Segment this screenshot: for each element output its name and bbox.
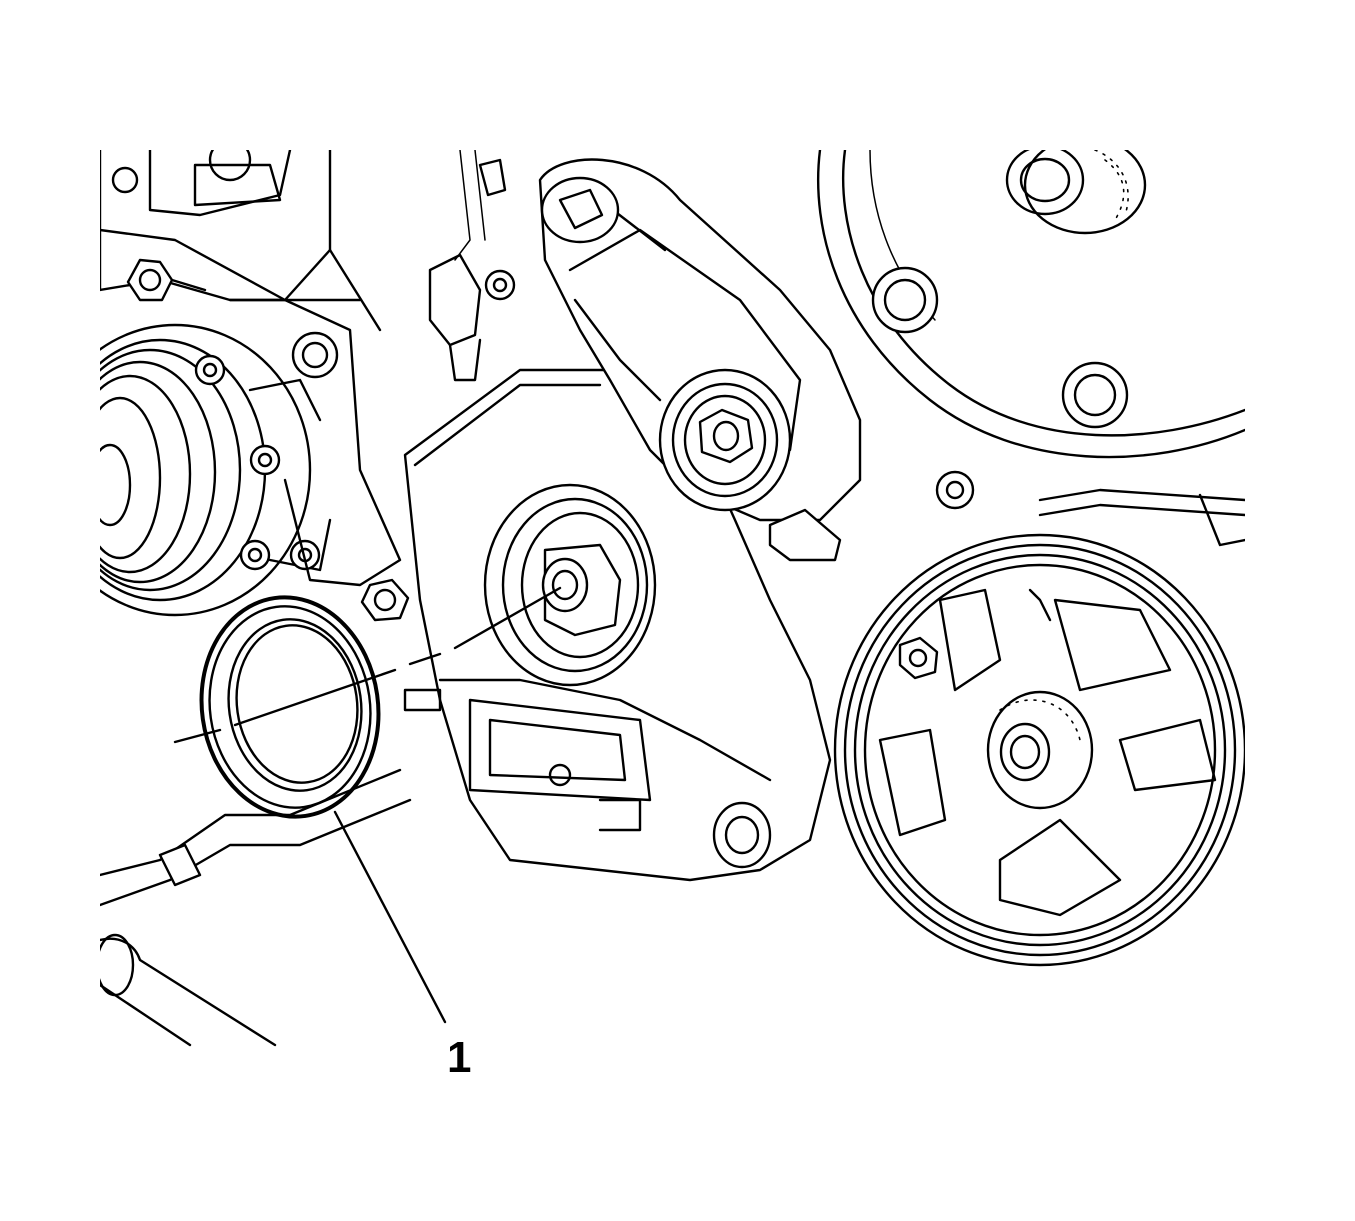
callout-leader-line	[333, 810, 447, 1024]
compressor-mount-plate	[228, 298, 402, 587]
sensor-connector	[428, 150, 507, 382]
compressor-bolt-2	[249, 444, 281, 476]
pump-bracket-bolt	[898, 636, 939, 680]
right-lines	[1038, 488, 1245, 547]
cover-bolt-left	[360, 578, 410, 622]
power-steering-pulley	[833, 533, 1245, 967]
lower-left-lines	[100, 768, 412, 1047]
tensioner-tab	[768, 508, 842, 562]
tensioner-pulley	[658, 368, 792, 512]
upper-left-bracket	[100, 150, 382, 332]
front-crankshaft-seal	[199, 595, 381, 819]
callout-number: 1	[447, 1033, 471, 1082]
housing-bolt-2	[1061, 361, 1129, 429]
housing-bolt-1	[871, 266, 939, 334]
tensioner-top-bolt	[540, 176, 620, 244]
callout-1: 1	[333, 810, 471, 1082]
compressor-bolt-3	[239, 539, 271, 571]
upper-right-plug	[1005, 150, 1147, 235]
compressor-bolt-1	[194, 354, 226, 386]
ac-compressor-pulley	[100, 323, 332, 617]
cover-bolt-lower	[712, 801, 772, 869]
crankshaft-bore	[483, 483, 657, 687]
upper-left-bolt	[126, 258, 207, 302]
small-bolt-center	[484, 269, 516, 301]
cover-bolt-right	[935, 470, 975, 510]
installation-centerline	[173, 586, 562, 744]
